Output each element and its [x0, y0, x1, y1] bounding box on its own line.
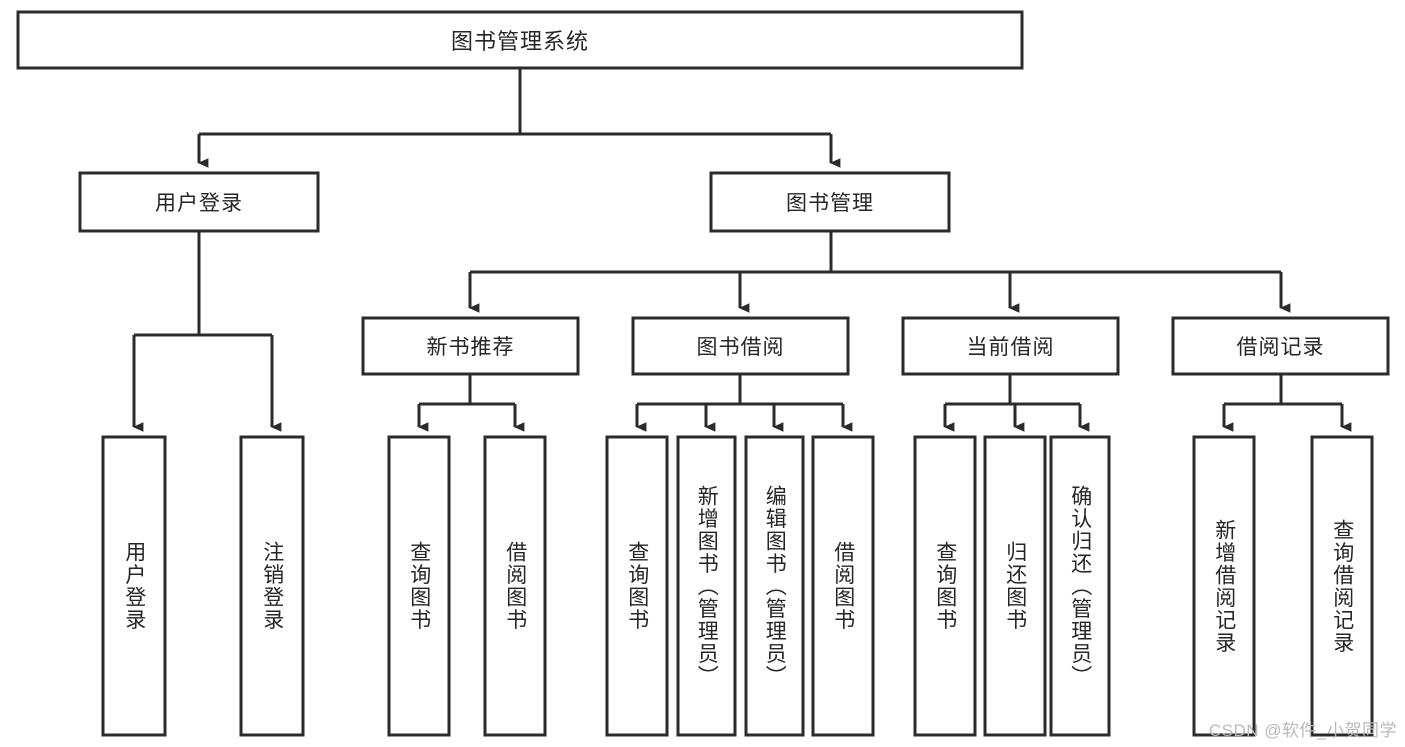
node-box-leaf-confirm-return[interactable] — [1049, 435, 1111, 737]
node-box-book-borrow[interactable] — [631, 316, 850, 376]
node-box-leaf-query-book-new[interactable] — [387, 435, 451, 737]
node-box-leaf-edit-book[interactable] — [744, 435, 805, 737]
node-box-leaf-query-book-current[interactable] — [913, 435, 977, 737]
node-box-current-borrow[interactable] — [901, 316, 1120, 376]
connector-book-borrow-bus — [635, 374, 853, 432]
node-box-leaf-borrow-book-new[interactable] — [483, 435, 547, 737]
node-box-leaf-borrow-book[interactable] — [811, 435, 875, 737]
node-box-root[interactable] — [16, 10, 1024, 70]
connector-borrow-record-bus — [1222, 374, 1352, 432]
node-box-user-login[interactable] — [78, 171, 320, 233]
node-box-leaf-query-book-borrow[interactable] — [605, 435, 669, 737]
node-box-leaf-user-login[interactable] — [101, 435, 167, 737]
node-box-leaf-query-record[interactable] — [1310, 435, 1374, 737]
connector-root-bus — [197, 68, 841, 168]
connector-user-login-bus — [132, 231, 282, 432]
node-box-leaf-return-book[interactable] — [983, 435, 1047, 737]
node-box-leaf-logout[interactable] — [239, 435, 305, 737]
node-box-leaf-add-book[interactable] — [676, 435, 737, 737]
node-box-borrow-record[interactable] — [1171, 316, 1390, 376]
node-box-book-manage[interactable] — [709, 171, 951, 233]
node-box-leaf-add-record[interactable] — [1192, 435, 1256, 737]
connector-book-manage-bus — [468, 231, 1291, 313]
connector-new-book-bus — [417, 374, 525, 432]
node-box-new-book-recommend[interactable] — [361, 316, 580, 376]
connector-current-borrow-bus — [943, 374, 1090, 432]
